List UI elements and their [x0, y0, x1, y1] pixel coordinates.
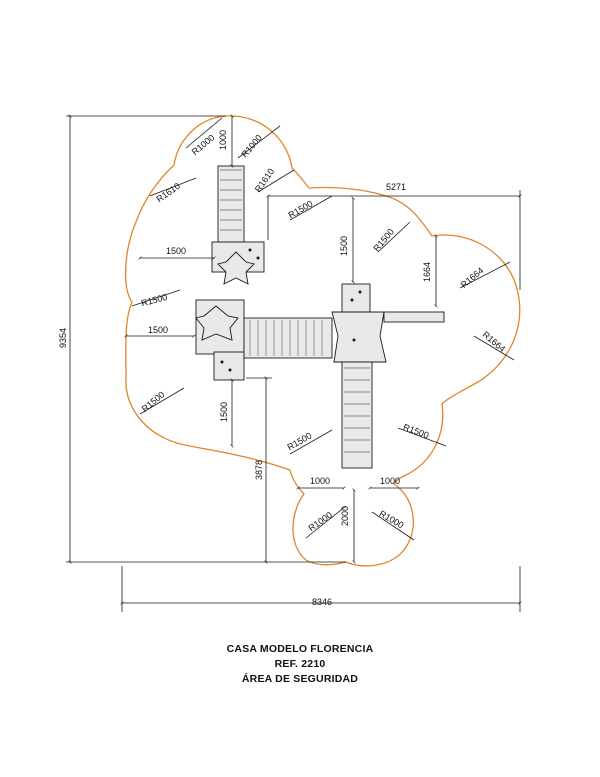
radius-label: R1664 — [459, 265, 486, 290]
dim-overall-height: 9354 — [58, 328, 68, 348]
tower-lower-base — [213, 351, 245, 381]
radius-leader-line — [237, 125, 281, 159]
radius-leader-line — [397, 427, 447, 447]
radius-label: R1000 — [190, 132, 217, 157]
dim-right-1664: 1664 — [422, 262, 432, 282]
slide-top-frame — [217, 165, 245, 243]
fastener — [220, 360, 224, 364]
radius-label: R1610 — [155, 181, 182, 204]
tower-right-platform — [331, 311, 387, 363]
dim-top-1000: 1000 — [218, 130, 228, 150]
dim-bottom-left-1000: 1000 — [310, 476, 330, 486]
radius-label: R1500 — [140, 292, 168, 309]
radius-label: R1500 — [402, 422, 430, 440]
radius-leader-line — [305, 505, 347, 539]
dim-overall-width: 8346 — [312, 597, 332, 607]
radius-label: R1500 — [287, 198, 315, 220]
bridge — [243, 317, 333, 359]
radius-leader-line — [459, 261, 511, 289]
radius-label: R1500 — [286, 430, 314, 452]
safety-boundary — [124, 115, 521, 567]
caption-ref: REF. 2210 — [274, 658, 326, 670]
slide-bottom — [341, 361, 373, 469]
radius-leader-line — [139, 387, 185, 415]
radius-leader-line — [257, 169, 295, 193]
tower-right-roof — [341, 283, 371, 313]
radius-leader-line — [131, 289, 181, 307]
radius-label: R1500 — [371, 227, 396, 254]
fastener — [228, 368, 232, 372]
radius-label: R1500 — [140, 389, 167, 414]
radius-label: R1000 — [307, 510, 334, 533]
dim-left-1500-a: 1500 — [166, 246, 186, 256]
right-beam — [383, 311, 445, 323]
radius-label: R1610 — [253, 167, 276, 194]
caption-title: CASA MODELO FLORENCIA — [226, 643, 374, 655]
dim-center-1500: 1500 — [339, 236, 349, 256]
radius-label: R1664 — [481, 329, 508, 354]
dim-right-span: 5271 — [386, 182, 406, 192]
radius-leader-line — [371, 511, 415, 541]
radius-leader-line — [149, 177, 197, 197]
dim-bottom-1500: 1500 — [219, 402, 229, 422]
radius-leader-line — [473, 335, 515, 361]
fastener — [350, 298, 354, 302]
dimension-lines — [66, 114, 522, 612]
dim-left-1500-b: 1500 — [148, 325, 168, 335]
radius-leader-line — [289, 195, 333, 221]
radius-label: R1000 — [239, 133, 264, 160]
caption-subtitle: ÁREA DE SEGURIDAD — [241, 673, 359, 685]
radius-leader-line — [185, 117, 223, 149]
dim-bottom-2000: 2000 — [340, 506, 350, 526]
star-platform-lower — [195, 305, 239, 341]
dim-bottom-right-1000: 1000 — [380, 476, 400, 486]
dim-lower-height: 3878 — [254, 460, 264, 480]
radius-label: R1000 — [378, 508, 406, 530]
star-platform-upper — [217, 251, 255, 285]
radius-leader-line — [289, 429, 333, 455]
fastener — [256, 256, 260, 260]
top-slide — [195, 165, 445, 469]
fastener — [352, 338, 356, 342]
radius-leader-line — [377, 221, 411, 253]
fastener — [248, 248, 252, 252]
fastener — [358, 290, 362, 294]
